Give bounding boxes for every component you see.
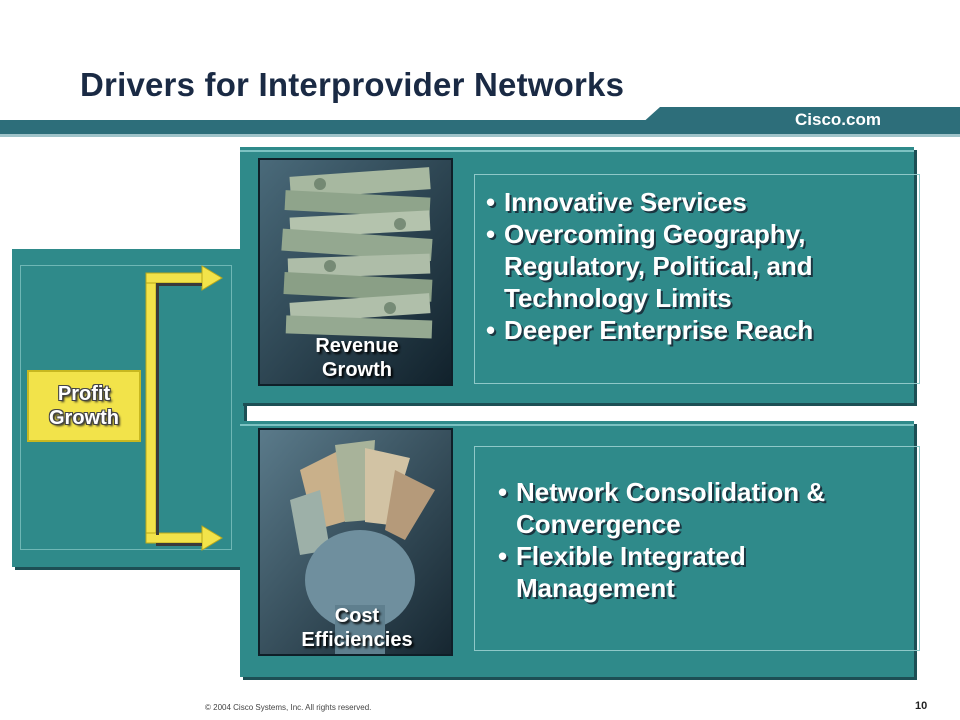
- cisco-com-logo: Cisco.com: [795, 110, 881, 129]
- cost-efficiencies-caption: Cost Efficiencies: [301, 605, 413, 651]
- cost-photo: Cost Efficiencies: [258, 428, 453, 656]
- money-in-hand-icon: [260, 430, 451, 654]
- copyright-footer: © 2004 Cisco Systems, Inc. All rights re…: [205, 703, 372, 712]
- list-item: Flexible Integrated Management: [498, 540, 908, 604]
- page-number: 10: [915, 700, 928, 712]
- revenue-growth-caption: Revenue Growth: [315, 335, 399, 381]
- title-bar-accent: [0, 134, 960, 137]
- list-item: Overcoming Geography, Regulatory, Politi…: [486, 218, 906, 314]
- revenue-bullet-list: Innovative Services Overcoming Geography…: [486, 186, 906, 346]
- revenue-panel-highlight: [240, 150, 914, 152]
- cost-text-frame: [474, 446, 920, 651]
- revenue-photo: Revenue Growth: [258, 158, 453, 386]
- list-item: Deeper Enterprise Reach: [486, 314, 906, 346]
- cost-bullet-list: Network Consolidation & Convergence Flex…: [498, 476, 908, 604]
- list-item: Innovative Services: [486, 186, 906, 218]
- cost-panel-highlight: [240, 424, 914, 426]
- profit-panel-frame: [20, 265, 232, 550]
- list-item: Network Consolidation & Convergence: [498, 476, 908, 540]
- money-stack-icon: [260, 160, 451, 384]
- revenue-text-frame: [474, 174, 920, 384]
- profit-growth-label: Profit Growth: [27, 370, 141, 442]
- title-bar: [0, 120, 960, 134]
- slide-title: Drivers for Interprovider Networks: [80, 66, 625, 103]
